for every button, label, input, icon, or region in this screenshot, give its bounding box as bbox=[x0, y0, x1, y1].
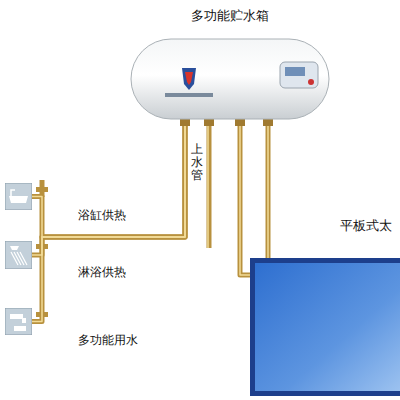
node-heading: 淋浴供热 bbox=[78, 265, 126, 279]
water-pipe bbox=[240, 120, 250, 275]
control-button bbox=[308, 79, 314, 85]
pipe-group bbox=[32, 120, 268, 322]
pipe-highlight bbox=[32, 120, 185, 322]
pipe-nut bbox=[263, 119, 273, 126]
icon-ground bbox=[5, 241, 32, 269]
tap-drawing bbox=[10, 314, 26, 323]
brand-logo bbox=[182, 68, 196, 90]
water-pipe bbox=[32, 120, 185, 237]
pipe-highlight bbox=[267, 120, 269, 258]
water-pipe bbox=[266, 120, 271, 258]
tap-shape bbox=[5, 308, 32, 335]
tank-body bbox=[131, 39, 329, 119]
pipe-nut bbox=[235, 119, 245, 126]
pipe-highlight bbox=[207, 120, 209, 248]
pipe-nut bbox=[204, 119, 214, 126]
tub-drawing bbox=[11, 190, 15, 196]
shower-shape bbox=[5, 241, 32, 269]
water-pipe bbox=[32, 120, 185, 322]
pipe-nuts bbox=[180, 119, 273, 126]
shower-icon: 淋浴供热 bbox=[5, 241, 32, 269]
node-heading: 多功能贮水箱 bbox=[130, 8, 330, 24]
pipe-highlight bbox=[32, 120, 185, 255]
node-heading: 多功能用水 bbox=[78, 333, 138, 347]
pipe-highlight bbox=[32, 120, 185, 237]
control-panel bbox=[280, 62, 318, 88]
control-display bbox=[285, 67, 305, 76]
node-heading: 平板式太 bbox=[340, 218, 392, 234]
tub-shape bbox=[5, 183, 32, 210]
storage-tank: 多功能贮水箱 bbox=[130, 38, 330, 120]
pipe-label: 上水管 bbox=[191, 143, 203, 183]
tank-shape bbox=[130, 38, 330, 120]
icon-ground bbox=[5, 183, 32, 210]
brand-bar bbox=[165, 93, 213, 97]
basin-drawing bbox=[14, 326, 26, 331]
brand-logo bbox=[185, 72, 193, 85]
flat-plate-collector: 平板式太 bbox=[250, 258, 400, 400]
faucet-icon: 多功能用水 bbox=[5, 308, 32, 335]
node-heading: 浴缸供热 bbox=[78, 208, 126, 222]
inlet-pipe bbox=[207, 120, 212, 248]
water-stream bbox=[20, 252, 27, 265]
collector-glass bbox=[255, 263, 400, 391]
panel-shape bbox=[250, 258, 400, 400]
pipe-highlight bbox=[240, 120, 250, 275]
bathtub-icon: 浴缸供热 bbox=[5, 183, 32, 210]
collector-frame bbox=[250, 258, 400, 396]
shower-drawing bbox=[10, 246, 19, 250]
tub-drawing bbox=[9, 196, 28, 203]
icon-ground bbox=[5, 308, 32, 335]
pipe-nut bbox=[180, 119, 190, 126]
